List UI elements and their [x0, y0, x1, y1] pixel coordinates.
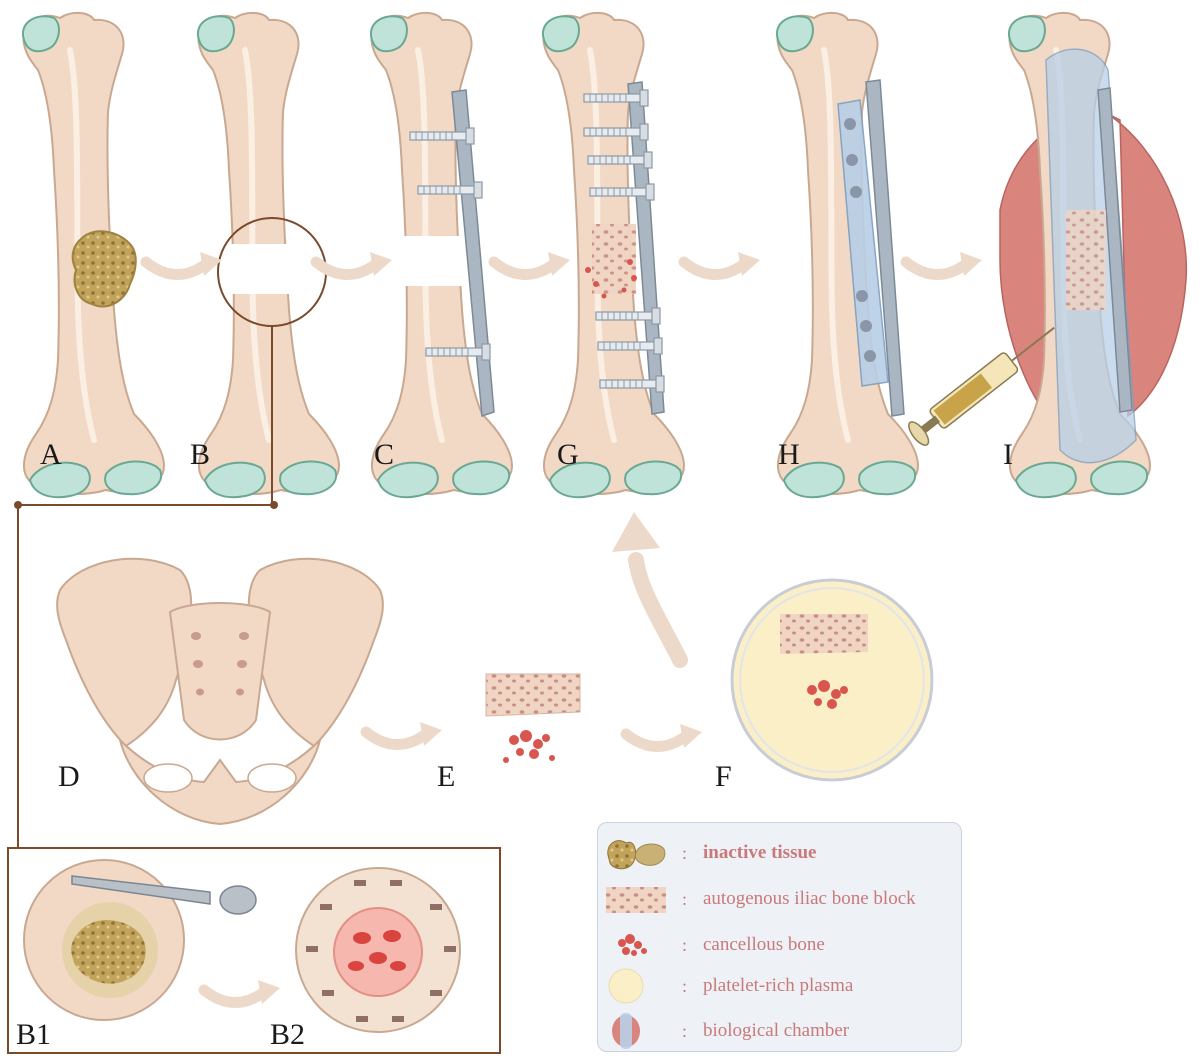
bone-cross-section-b2 [295, 867, 461, 1033]
inactive-tissue-icon [607, 840, 666, 870]
legend-row-inactive-tissue: : inactive tissue [598, 833, 961, 873]
plate-i [1097, 87, 1133, 413]
biological-chamber-icon [612, 1013, 640, 1049]
legend-colon: : [682, 935, 688, 955]
arrow-e-f [626, 724, 702, 748]
legend-row-cancellous-bone: : cancellous bone [598, 925, 961, 965]
legend-row-prp: : platelet-rich plasma [598, 966, 961, 1006]
arrow-g-h [684, 252, 760, 276]
panel-label-g: G [557, 438, 579, 471]
arrow-c-g [494, 252, 570, 276]
bone-block-e [485, 673, 581, 717]
defect-gap-b [228, 244, 298, 294]
inactive-tissue-a [71, 230, 137, 308]
legend-label-bone-block: autogenous iliac bone block [703, 888, 916, 909]
curette-icon [71, 875, 257, 915]
panel-label-f: F [715, 760, 732, 793]
chamber-dots-h [844, 118, 876, 362]
bone-cross-section-b1 [23, 859, 185, 1021]
pelvis-d [56, 557, 384, 826]
femur-h [777, 13, 918, 497]
arrow-a-b [146, 252, 222, 276]
plate-c [451, 89, 495, 418]
legend-label-cancellous-bone: cancellous bone [703, 934, 825, 955]
arrow-b-c [316, 252, 392, 276]
bracket-connector [17, 326, 274, 848]
bone-graft-g [592, 224, 636, 294]
arrow-d-e [366, 722, 442, 746]
arrow-f-g [612, 512, 688, 668]
panel-label-b: B [190, 438, 211, 471]
panel-label-i: I [1003, 438, 1013, 471]
panel-label-a: A [40, 438, 62, 471]
bone-graft-i [1066, 210, 1106, 310]
legend-colon: : [682, 889, 688, 909]
panel-label-e: E [437, 760, 456, 793]
legend-row-biological-chamber: : biological chamber [598, 1011, 961, 1051]
cancellous-bone-e [503, 730, 555, 763]
plate-h [865, 79, 905, 417]
prp-dish-f [730, 578, 934, 782]
legend-row-bone-block: : autogenous iliac bone block [598, 879, 961, 919]
syringe-icon [908, 326, 1055, 446]
biological-chamber-h [837, 99, 889, 387]
legend-label-inactive-tissue: inactive tissue [703, 842, 817, 863]
panel-label-h: H [778, 438, 800, 471]
cancellous-g [585, 259, 637, 299]
legend-colon: : [682, 976, 688, 996]
prp-icon [608, 968, 644, 1004]
legend-label-biological-chamber: biological chamber [703, 1020, 850, 1041]
arrow-h-i [906, 252, 982, 276]
panel-label-c: C [374, 438, 395, 471]
panel-label-d: D [58, 760, 80, 793]
panel-label-b1: B1 [16, 1018, 52, 1051]
legend: : inactive tissue : autogenous iliac bon… [597, 822, 962, 1052]
plate-g [627, 81, 665, 415]
defect-gap-c [398, 236, 462, 286]
bone-block-icon [606, 887, 666, 913]
panel-label-b2: B2 [270, 1018, 306, 1051]
legend-colon: : [682, 843, 688, 863]
legend-label-prp: platelet-rich plasma [703, 975, 854, 996]
legend-colon: : [682, 1021, 688, 1041]
cancellous-bone-icon [618, 934, 647, 956]
